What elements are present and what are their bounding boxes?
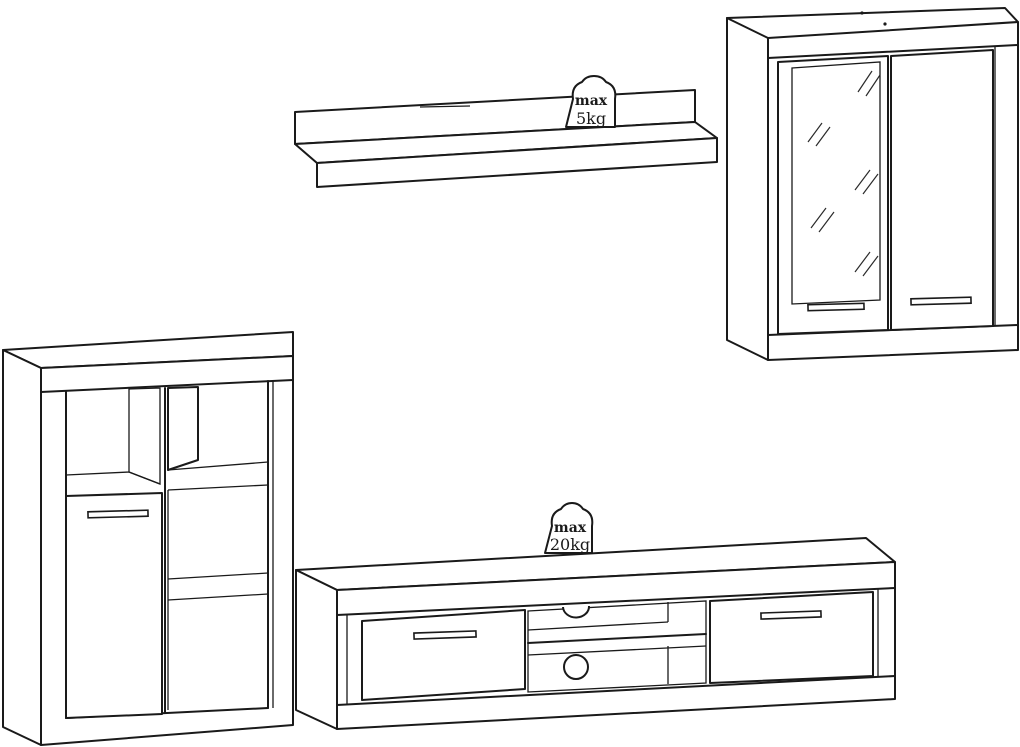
right-drawer — [709, 591, 874, 684]
tv-stand: max 20kg — [295, 502, 896, 730]
screw-hole — [883, 22, 887, 26]
weight-limit-label: max — [554, 520, 587, 536]
glass-door — [777, 55, 889, 335]
weight-limit-label: max — [575, 93, 608, 109]
right-door — [890, 49, 994, 331]
center-open-compartment — [527, 600, 707, 693]
door-handle — [910, 296, 972, 306]
door-handle — [87, 509, 149, 519]
drawer-handle — [413, 630, 477, 640]
tall-cabinet — [2, 331, 294, 746]
weight-limit-icon: max 20kg — [544, 502, 594, 554]
left-drawer — [361, 609, 526, 701]
cabinet-door — [65, 492, 163, 719]
hanging-glass-cabinet — [726, 7, 1019, 361]
drawer-handle — [760, 610, 822, 620]
wall-shelf: max 5kg — [294, 75, 718, 188]
cable-hole — [562, 605, 591, 619]
screw-hole — [860, 11, 864, 15]
cable-hole — [563, 654, 589, 680]
door-handle — [807, 302, 865, 312]
weight-limit-icon: max 5kg — [565, 75, 617, 128]
weight-limit-value: 20kg — [550, 535, 590, 554]
weight-limit-value: 5kg — [576, 109, 606, 128]
